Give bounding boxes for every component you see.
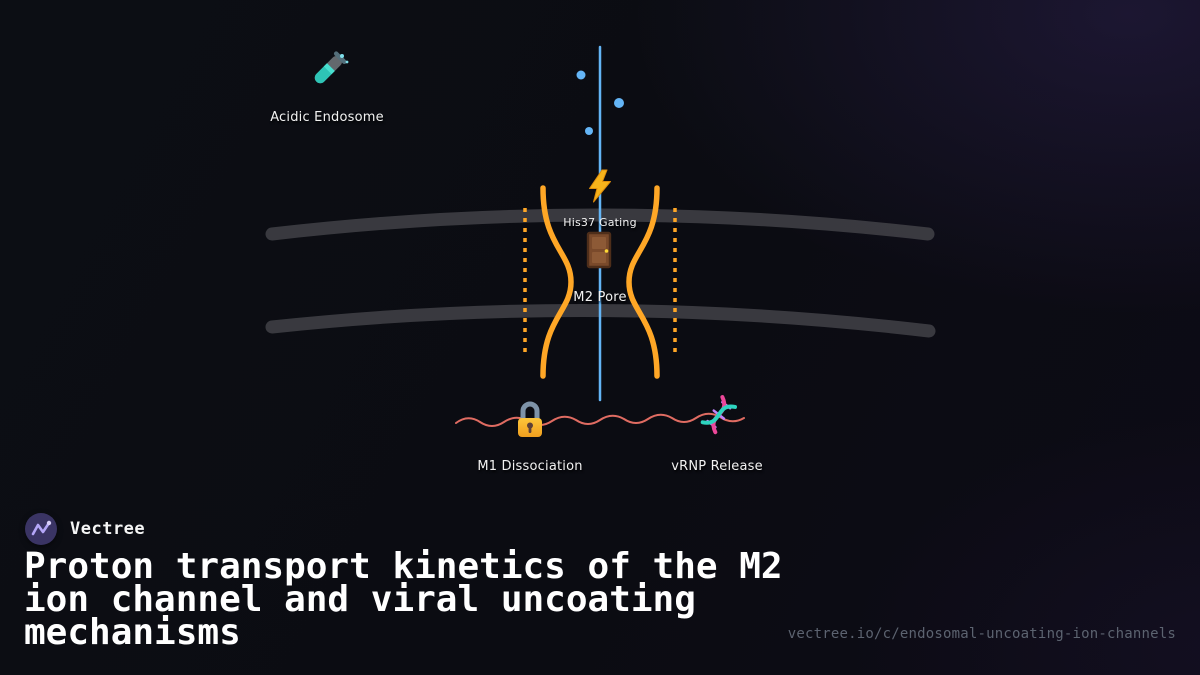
membrane-bottom-band	[265, 303, 936, 338]
m1-dissociation-label: M1 Dissociation	[477, 459, 583, 474]
his37-gating-label: His37 Gating	[563, 216, 637, 229]
proton-dot	[576, 70, 586, 80]
brand-row: Vectree	[25, 513, 145, 545]
vector-pulse-icon	[31, 520, 52, 536]
page-title: Proton transport kinetics of the M2 ion …	[24, 546, 783, 653]
card-url: vectree.io/c/endosomal-uncoating-ion-cha…	[787, 626, 1176, 642]
acidic-endosome-label: Acidic Endosome	[270, 110, 384, 125]
test-tube-icon	[303, 47, 351, 95]
dna-helix-icon	[694, 394, 740, 440]
brand-name: Vectree	[70, 519, 146, 539]
lock-icon	[509, 396, 551, 440]
vrnp-release-label: vRNP Release	[671, 459, 763, 474]
lightning-bolt-icon	[585, 169, 615, 203]
vectree-logo	[25, 513, 57, 545]
door-icon	[584, 231, 614, 269]
proton-dot	[614, 98, 624, 108]
m2-pore-label: M2 Pore	[573, 290, 627, 305]
proton-dot	[585, 127, 593, 135]
